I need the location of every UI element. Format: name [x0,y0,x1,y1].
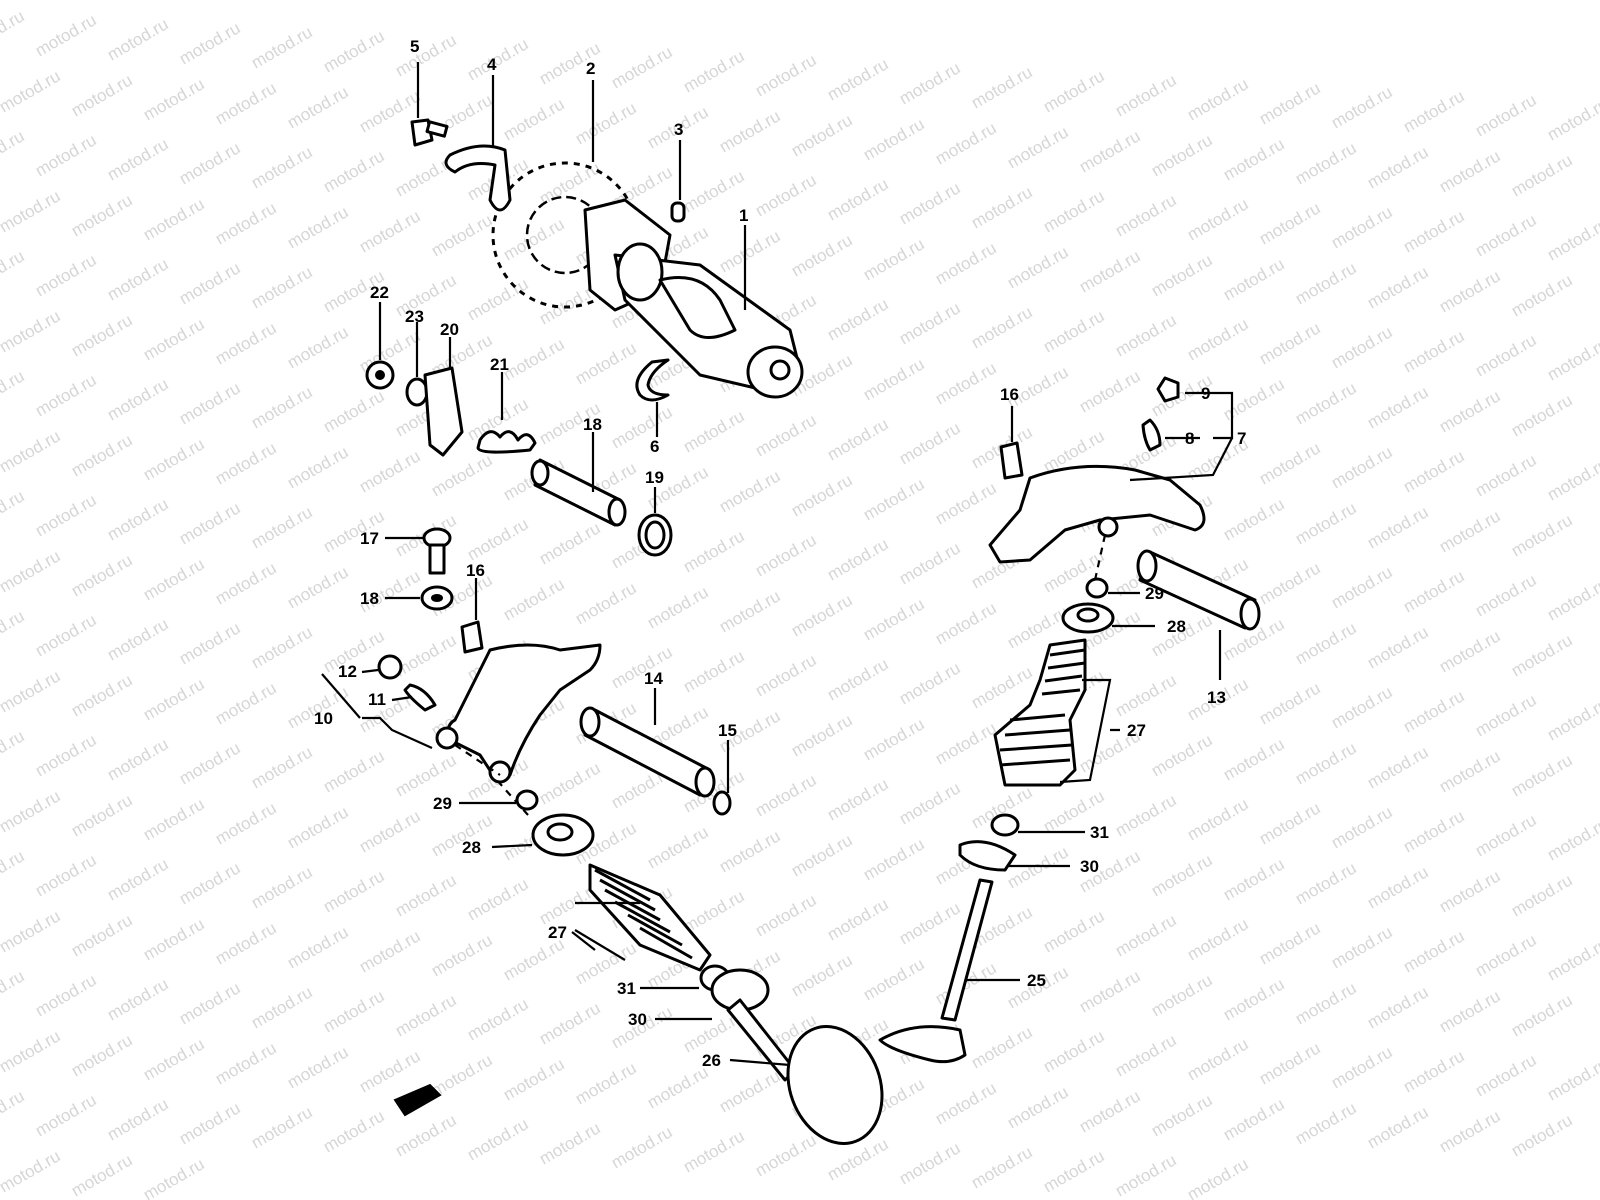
callout-6: 6 [650,437,659,456]
seal-20 [637,513,673,557]
leader-lines [321,62,1234,1067]
callout-16-left: 16 [466,561,485,580]
cotter-29-left [515,789,539,811]
seat-30-right [958,840,1017,872]
spring-22 [476,430,537,454]
callout-8: 8 [1185,429,1194,448]
callout-14: 14 [644,669,663,688]
callout-30-left: 30 [628,1010,647,1029]
rocker-arm-left [435,643,602,784]
shaft-13 [1136,549,1261,631]
retainer-28-right [1061,602,1115,634]
bolt-17 [422,527,452,575]
callout-9: 9 [1201,384,1210,403]
callout-10: 10 [314,709,333,728]
springs-27-right [993,638,1087,787]
screw-11 [403,683,437,712]
camshaft [613,242,804,399]
callout-17: 17 [360,529,379,548]
callout-28-right: 28 [1167,617,1186,636]
callout-19: 18 [583,415,602,434]
callout-31-left: 31 [617,979,636,998]
nut-23 [365,360,395,390]
valve-26 [726,998,884,1145]
callout-22: 21 [490,355,509,374]
callout-21: 20 [440,320,459,339]
callout-16-right: 16 [1000,385,1019,404]
springs-27-left [588,863,712,972]
callout-29-left: 29 [433,794,452,813]
nut-12 [377,654,403,680]
nut-9 [1156,376,1180,403]
retainer-28-left [531,813,595,857]
cap-16 [460,620,484,654]
bolt [410,118,449,147]
clip [635,358,670,402]
callout-26: 26 [702,1051,721,1070]
callout-29-right: 29 [1145,584,1164,603]
callout-27-left: 27 [548,923,567,942]
dowel-pin [670,201,686,223]
callout-7: 7 [1237,429,1246,448]
callout-25: 25 [1027,971,1046,990]
callout-15: 15 [718,721,737,740]
o-ring-15 [712,790,732,816]
shaft-14 [579,706,716,798]
washer-18 [420,585,454,611]
plate-21 [423,366,464,457]
cotter-29-right [1085,577,1109,599]
callout-13: 13 [1207,688,1226,707]
screw-8 [1141,418,1162,452]
rocker-arm-right [988,464,1206,564]
callout-labels: 5 4 2 3 1 22 23 20 21 18 19 6 17 18 16 1… [314,37,1246,1070]
callout-30-right: 30 [1080,857,1099,876]
callout-12: 12 [338,662,357,681]
shaft-19 [530,458,627,527]
callout-24: 23 [405,307,424,326]
valve-25 [878,878,994,1064]
callout-4: 4 [487,55,497,74]
cap-16-right [999,441,1024,480]
callout-20: 19 [645,468,664,487]
callout-28-left: 28 [462,838,481,857]
callout-3: 3 [674,120,683,139]
callout-23: 22 [370,283,389,302]
callout-11: 11 [368,690,386,709]
callout-27-right: 27 [1127,721,1146,740]
chain-guide-bracket [444,144,512,212]
callout-31-right: 31 [1090,823,1109,842]
washer-24 [405,377,429,407]
callout-18: 18 [360,589,379,608]
callout-5: 5 [410,37,419,56]
keyholder-fragment [393,1083,442,1117]
callout-2: 2 [586,59,595,78]
callout-1: 1 [739,206,748,225]
seal-31-right [990,813,1020,837]
